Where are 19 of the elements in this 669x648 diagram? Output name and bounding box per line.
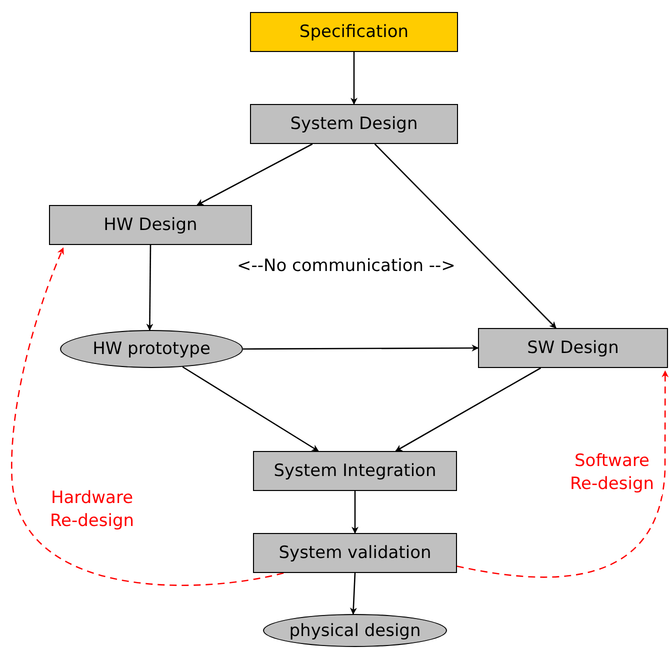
- process-box: System validation: [253, 533, 457, 573]
- process-box: System Integration: [253, 451, 457, 491]
- arrow: [146, 245, 154, 331]
- arrow: [182, 366, 319, 452]
- arrow: [350, 52, 358, 105]
- process-box: SW Design: [478, 328, 668, 368]
- arrow: [196, 143, 313, 206]
- process-box: HW Design: [49, 205, 252, 245]
- ellipse-node: HW prototype: [60, 330, 243, 368]
- dashed-arrow: [456, 370, 669, 578]
- arrow: [374, 144, 556, 328]
- process-box: Specification: [250, 12, 458, 52]
- arrow: [350, 572, 357, 615]
- arrow: [243, 344, 479, 352]
- dashed-arrow: [11, 247, 284, 586]
- ellipse-node: physical design: [263, 614, 447, 647]
- arrow: [395, 367, 542, 452]
- process-box: System Design: [250, 104, 458, 144]
- arrow: [352, 491, 358, 534]
